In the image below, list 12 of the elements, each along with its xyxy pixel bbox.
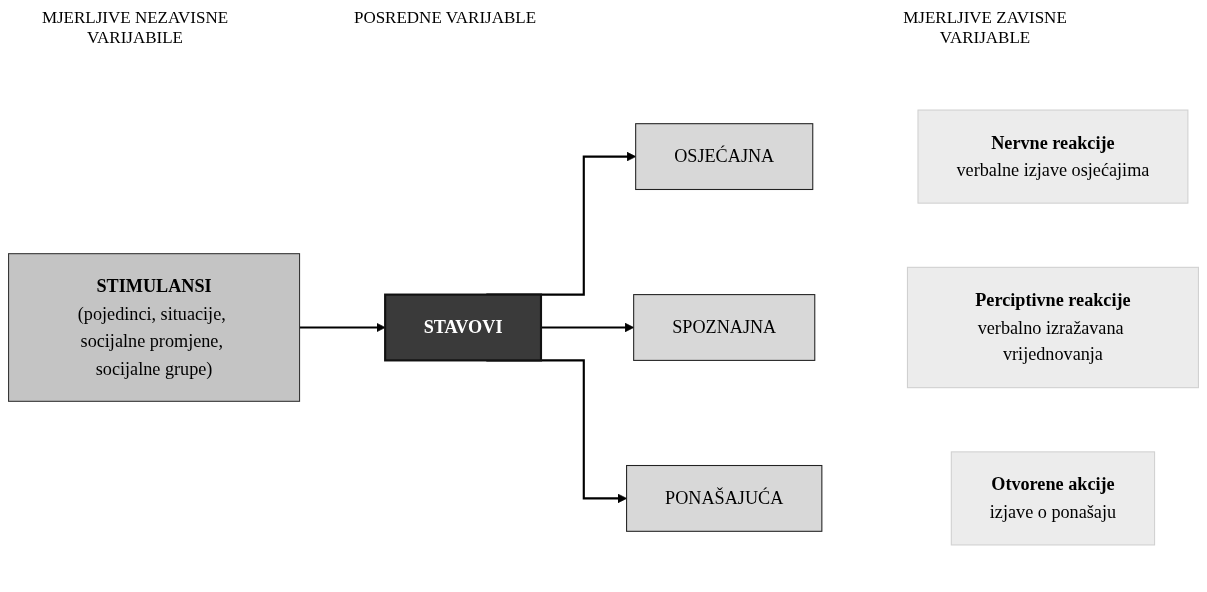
node-box: Otvorene akcije izjave o ponašaju (950, 451, 1156, 546)
column-heading: POSREDNE VARIJABLE (352, 8, 538, 28)
node-box: OSJEĆAJNA (635, 123, 814, 191)
column-heading: MJERLJIVE ZAVISNE VARIJABLE (902, 8, 1068, 48)
node-box: PONAŠAJUĆA (626, 464, 823, 532)
node-box: SPOZNAJNA (633, 294, 816, 361)
node-box: Perciptivne reakcije verbalno izražavana vrijednovanja (906, 266, 1199, 389)
node-box: STIMULANSI (pojedinci, situacije, socijalne promjene, socijalne grupe) (8, 253, 301, 402)
column-heading: MJERLJIVE NEZAVISNE VARIJABILE (40, 8, 230, 48)
arrow (299, 322, 386, 333)
node-box: Nervne reakcije verbalne izjave osjećajima (917, 109, 1189, 204)
node-box: STAVOVI (384, 293, 543, 362)
